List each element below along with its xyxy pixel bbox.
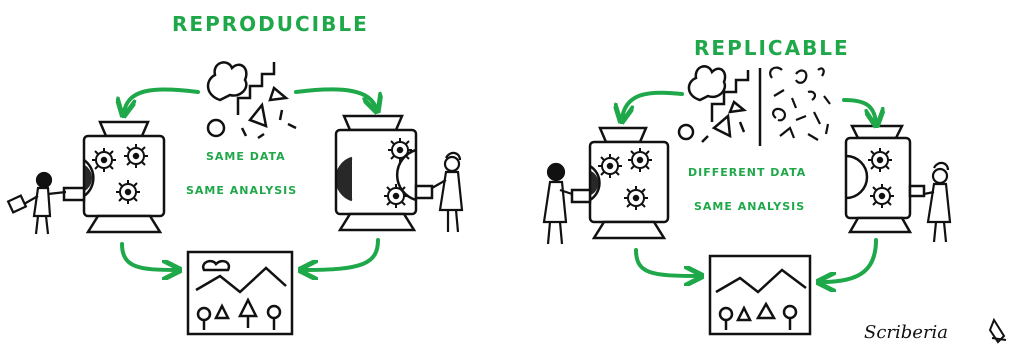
- same-analysis-label: SAME ANALYSIS: [186, 184, 297, 197]
- result-image-left: [188, 252, 292, 334]
- analysis-machine-right: [336, 116, 432, 230]
- scientist-right: [432, 153, 462, 232]
- scientist-left-2: [544, 164, 572, 244]
- scriberia-signature: Scriberia: [864, 322, 948, 343]
- result-image-right: [710, 256, 810, 334]
- data-icon-different: [770, 68, 830, 140]
- reproducible-panel: [8, 62, 462, 334]
- analysis-machine-right-2: [846, 126, 924, 232]
- different-data-label: DIFFERENT DATA: [688, 166, 806, 179]
- analysis-machine-left: [64, 122, 164, 232]
- data-icon-same: [208, 62, 296, 138]
- pen-icon: [990, 320, 1006, 342]
- same-analysis-label-2: SAME ANALYSIS: [694, 200, 805, 213]
- scientist-left: [8, 173, 66, 234]
- replicable-title: REPLICABLE: [694, 36, 850, 60]
- analysis-machine-left-2: [572, 128, 668, 238]
- scientist-right-2: [924, 163, 950, 242]
- reproducible-title: REPRODUCIBLE: [172, 12, 369, 36]
- data-icon-original: [679, 66, 748, 142]
- same-data-label: SAME DATA: [206, 150, 286, 163]
